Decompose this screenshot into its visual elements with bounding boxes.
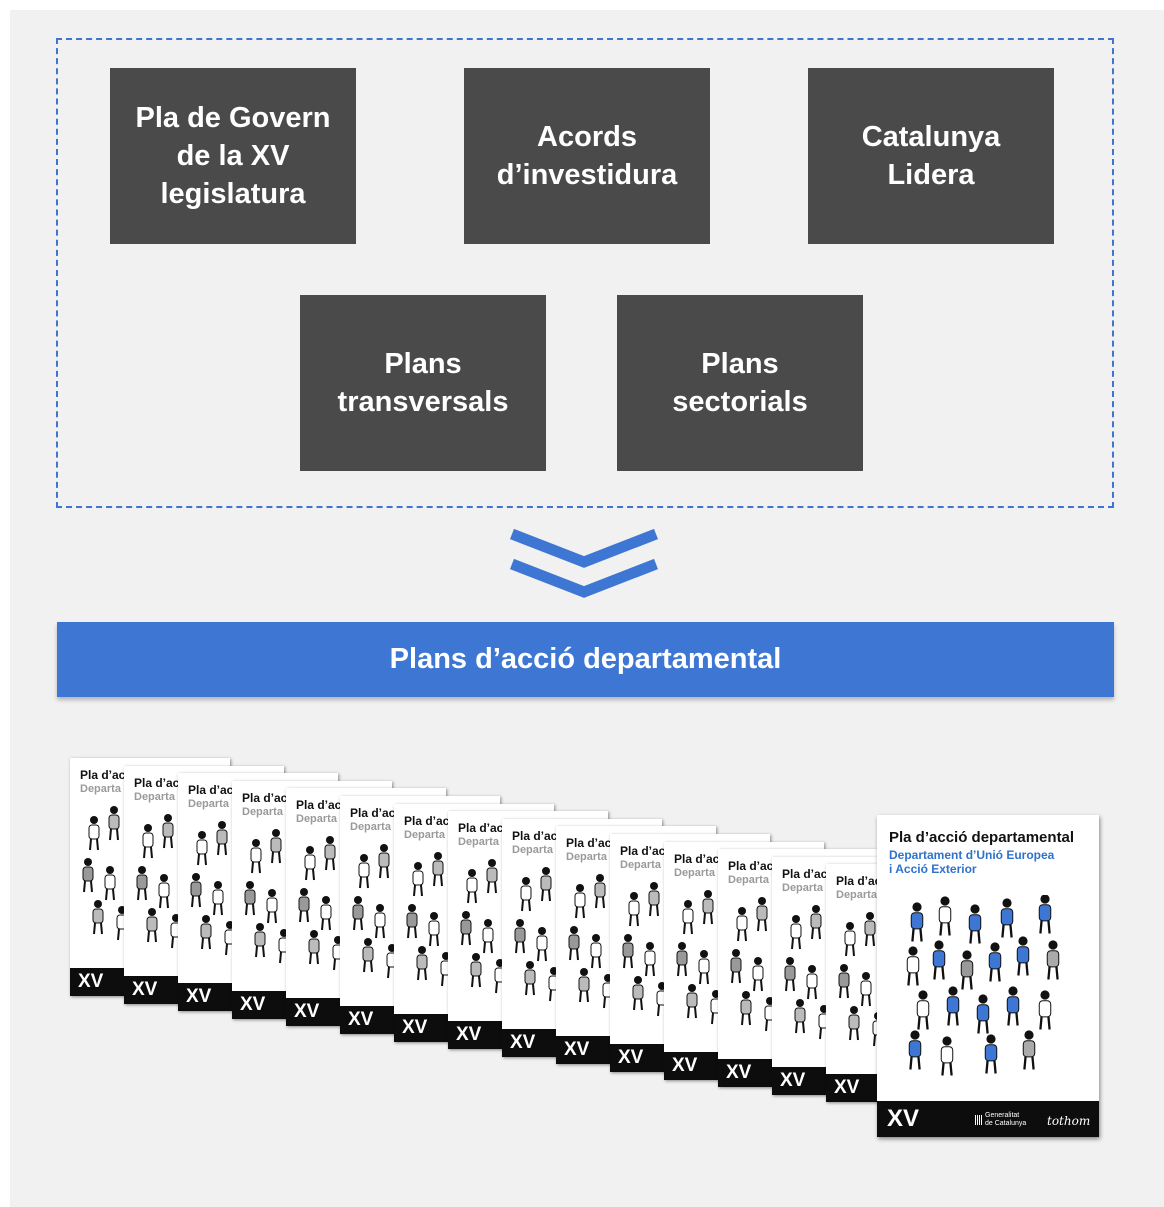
cover-subtitle: Departa xyxy=(782,881,823,894)
cover-badge: XV xyxy=(78,971,104,992)
box-plans-transversals: Plans transversals xyxy=(300,295,546,471)
cover-badge: XV xyxy=(456,1024,482,1046)
tothom-logo: tothom xyxy=(1047,1114,1091,1128)
cover-badge: XV xyxy=(564,1039,590,1061)
cover-title: Pla d’ac xyxy=(242,790,288,805)
cover-title: Pla d’ac xyxy=(458,821,504,836)
cover-title: Pla d’ac xyxy=(350,806,396,820)
cover-title: Pla d’ac xyxy=(296,798,342,813)
main-cover-badge: XV xyxy=(887,1105,920,1132)
cover-badge: XV xyxy=(780,1069,806,1091)
cover-subtitle: Departa xyxy=(296,813,337,826)
cover-badge: XV xyxy=(132,978,158,1000)
people-illustration xyxy=(906,895,1060,1076)
cover-badge: XV xyxy=(348,1009,374,1030)
box-catalunya-lidera: Catalunya Lidera xyxy=(808,68,1054,244)
cover-badge: XV xyxy=(294,1001,320,1023)
cover-title: Pla d’ac xyxy=(134,775,180,790)
cover-subtitle: Departa xyxy=(512,843,553,856)
box-pla-de-govern: Pla de Govern de la XV legislatura xyxy=(110,68,356,244)
cover-subtitle: Departa xyxy=(134,790,175,803)
cover-badge: XV xyxy=(510,1031,536,1053)
cover-title: Pla d’ac xyxy=(512,828,558,843)
cover-title: Pla d’ac xyxy=(836,874,882,889)
cover-badge: XV xyxy=(834,1077,860,1099)
cover-badge: XV xyxy=(240,993,266,1015)
cover-badge: XV xyxy=(672,1054,698,1076)
cover-subtitle: Departa xyxy=(728,874,769,887)
cover-subtitle: Departa xyxy=(566,851,607,864)
cover-title: Pla d’ac xyxy=(674,851,720,866)
cover-subtitle: Departa xyxy=(404,828,445,841)
cover-subtitle: Departa xyxy=(620,859,661,871)
cover-subtitle: Departa xyxy=(80,783,121,795)
double-chevron-down-icon xyxy=(510,528,658,598)
cover-title: Pla d’ac xyxy=(80,768,126,782)
cover-subtitle: Departa xyxy=(350,821,391,833)
main-cover-title: Pla d’acció departamental xyxy=(889,829,1075,846)
cover-subtitle: Departa xyxy=(242,805,283,818)
cover-badge: XV xyxy=(618,1047,644,1068)
sources-group xyxy=(56,38,1114,508)
cover-subtitle: Departa xyxy=(458,836,499,849)
cover-title: Pla d’ac xyxy=(620,844,666,858)
cover-title: Pla d’ac xyxy=(566,836,612,851)
cover-badge: XV xyxy=(726,1062,752,1084)
cover-title: Pla d’ac xyxy=(404,813,450,828)
cover-title: Pla d’ac xyxy=(728,859,774,874)
box-acords-investidura: Acords d’investidura xyxy=(464,68,710,244)
cover-title: Pla d’ac xyxy=(782,866,828,881)
plans-accio-banner: Plans d’acció departamental xyxy=(57,622,1114,697)
main-plan-cover: Pla d’acció departamental Departament d’… xyxy=(877,815,1099,1137)
main-cover-footer: XV Generalitat de Catalunya tothom xyxy=(877,1101,1099,1137)
cover-subtitle: Departa xyxy=(836,889,877,902)
box-plans-sectorials: Plans sectorials xyxy=(617,295,863,471)
cover-title: Pla d’ac xyxy=(188,783,234,798)
generalitat-label: Generalitat de Catalunya xyxy=(985,1112,1027,1127)
cover-badge: XV xyxy=(402,1016,428,1038)
cover-subtitle: Departa xyxy=(188,798,229,811)
cover-badge: XV xyxy=(186,986,212,1008)
generalitat-logo xyxy=(975,1115,983,1125)
cover-subtitle: Departa xyxy=(674,866,715,879)
main-cover-subtitle: Departament d’Unió Europea i Acció Exter… xyxy=(889,848,1055,876)
